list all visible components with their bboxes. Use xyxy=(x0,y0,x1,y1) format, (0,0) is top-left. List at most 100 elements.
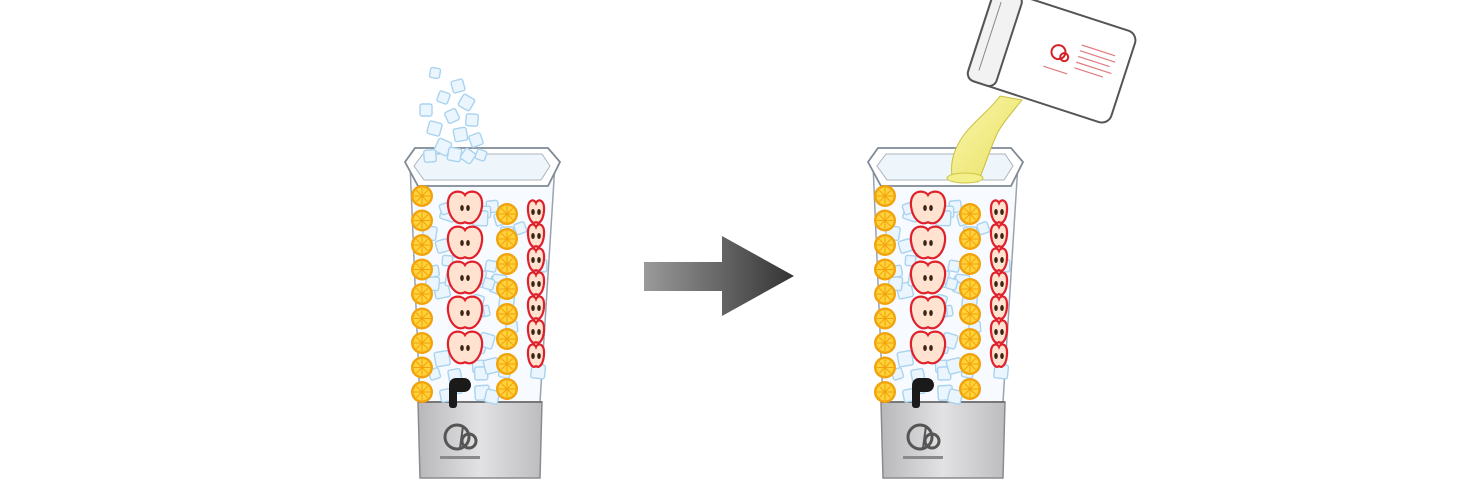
orange-slice-icon xyxy=(411,356,433,379)
spigot-icon xyxy=(912,378,934,408)
orange-slice-icon xyxy=(411,332,433,354)
orange-slice-icon xyxy=(959,203,981,225)
ice-cube-icon xyxy=(896,349,914,368)
orange-slice-icon xyxy=(959,378,981,400)
apple-slice-icon xyxy=(989,247,1009,272)
apple-slice-icon xyxy=(446,260,484,295)
ice-cube-icon xyxy=(464,112,480,128)
brand-logo-icon xyxy=(903,423,943,459)
ice-cube-icon xyxy=(459,147,477,165)
brand-logo-icon xyxy=(440,423,480,459)
apple-slice-icon xyxy=(526,247,546,272)
pouring-liquid xyxy=(951,95,1023,183)
ice-cube-icon xyxy=(481,277,496,291)
ice-cube-icon xyxy=(436,90,451,105)
ice-cube-icon xyxy=(433,349,451,368)
apple-slice-icon xyxy=(446,225,484,260)
apple-slice-icon xyxy=(446,295,484,330)
orange-slice-icon xyxy=(874,185,896,207)
dispenser-step-2 xyxy=(866,0,1137,479)
orange-slice-icon xyxy=(496,353,518,375)
orange-slice-icon xyxy=(959,253,981,275)
ice-cube-icon xyxy=(976,221,991,236)
ice-cube-icon xyxy=(441,254,454,267)
orange-slice-icon xyxy=(411,283,433,305)
ice-cube-icon xyxy=(428,66,442,80)
apple-slice-icon xyxy=(989,271,1009,296)
apple-slice-icon xyxy=(989,319,1009,344)
orange-slice-icon xyxy=(496,253,518,275)
orange-slice-icon xyxy=(496,303,518,325)
orange-slice-icon xyxy=(874,307,896,330)
dispenser-step-1 xyxy=(403,66,562,479)
falling-ice-cubes xyxy=(419,66,488,165)
ice-cube-icon xyxy=(450,78,466,94)
orange-slice-icon xyxy=(496,278,518,300)
orange-slice-icon xyxy=(959,228,981,250)
orange-slice-icon xyxy=(874,381,896,403)
apple-slice-icon xyxy=(989,199,1009,224)
apple-slice-icon xyxy=(446,190,484,225)
spigot-icon xyxy=(449,378,471,408)
orange-slice-icon xyxy=(496,328,518,350)
orange-slice-icon xyxy=(874,332,896,354)
ice-cube-icon xyxy=(426,120,443,137)
ice-cube-icon xyxy=(904,254,917,267)
brand-logo-icon xyxy=(1050,44,1070,63)
orange-slice-icon xyxy=(874,356,896,379)
orange-slice-icon xyxy=(874,209,896,232)
orange-slice-icon xyxy=(411,258,433,281)
fruit-layer xyxy=(411,185,546,403)
apple-slice-icon xyxy=(526,223,546,248)
apple-slice-icon xyxy=(526,295,546,320)
orange-slice-icon xyxy=(959,353,981,375)
orange-slice-icon xyxy=(959,278,981,300)
orange-slice-icon xyxy=(496,228,518,250)
orange-slice-icon xyxy=(411,234,433,256)
fruit-layer xyxy=(874,185,1009,403)
ice-cube-icon xyxy=(947,259,961,273)
orange-slice-icon xyxy=(411,185,433,207)
arrow-right-icon xyxy=(644,236,794,316)
apple-slice-icon xyxy=(909,225,947,260)
apple-slice-icon xyxy=(909,330,947,365)
ice-cube-icon xyxy=(474,148,488,162)
orange-slice-icon xyxy=(959,328,981,350)
ice-cube-icon xyxy=(452,126,469,143)
ice-cube-icon xyxy=(483,388,501,405)
orange-slice-icon xyxy=(874,234,896,256)
orange-slice-icon xyxy=(411,209,433,232)
apple-slice-icon xyxy=(526,271,546,296)
apple-slice-icon xyxy=(909,190,947,225)
apple-slice-icon xyxy=(909,260,947,295)
ice-cube-icon xyxy=(484,259,498,273)
dispenser-base xyxy=(880,401,1006,479)
ice-cube-icon xyxy=(457,93,476,112)
apple-slice-icon xyxy=(526,343,546,368)
apple-slice-icon xyxy=(989,295,1009,320)
apple-slice-icon xyxy=(446,330,484,365)
container-label-lines xyxy=(1043,44,1116,78)
apple-slice-icon xyxy=(989,343,1009,368)
ice-cube-icon xyxy=(422,148,438,164)
orange-slice-icon xyxy=(496,203,518,225)
orange-slice-icon xyxy=(411,381,433,403)
orange-slice-icon xyxy=(959,303,981,325)
orange-slice-icon xyxy=(411,307,433,330)
ice-cube-icon xyxy=(944,277,959,291)
ice-cube-icon xyxy=(443,107,461,125)
ice-cube-icon xyxy=(513,221,528,236)
orange-slice-icon xyxy=(874,283,896,305)
orange-slice-icon xyxy=(496,378,518,400)
concentrate-container xyxy=(966,0,1137,124)
ice-cube-icon xyxy=(446,146,463,163)
ice-cube-icon xyxy=(946,388,964,405)
apple-slice-icon xyxy=(526,319,546,344)
ice-cube-icon xyxy=(468,132,484,148)
apple-slice-icon xyxy=(989,223,1009,248)
apple-slice-icon xyxy=(909,295,947,330)
ice-cube-icon xyxy=(419,103,433,117)
dispenser-base xyxy=(417,401,543,479)
